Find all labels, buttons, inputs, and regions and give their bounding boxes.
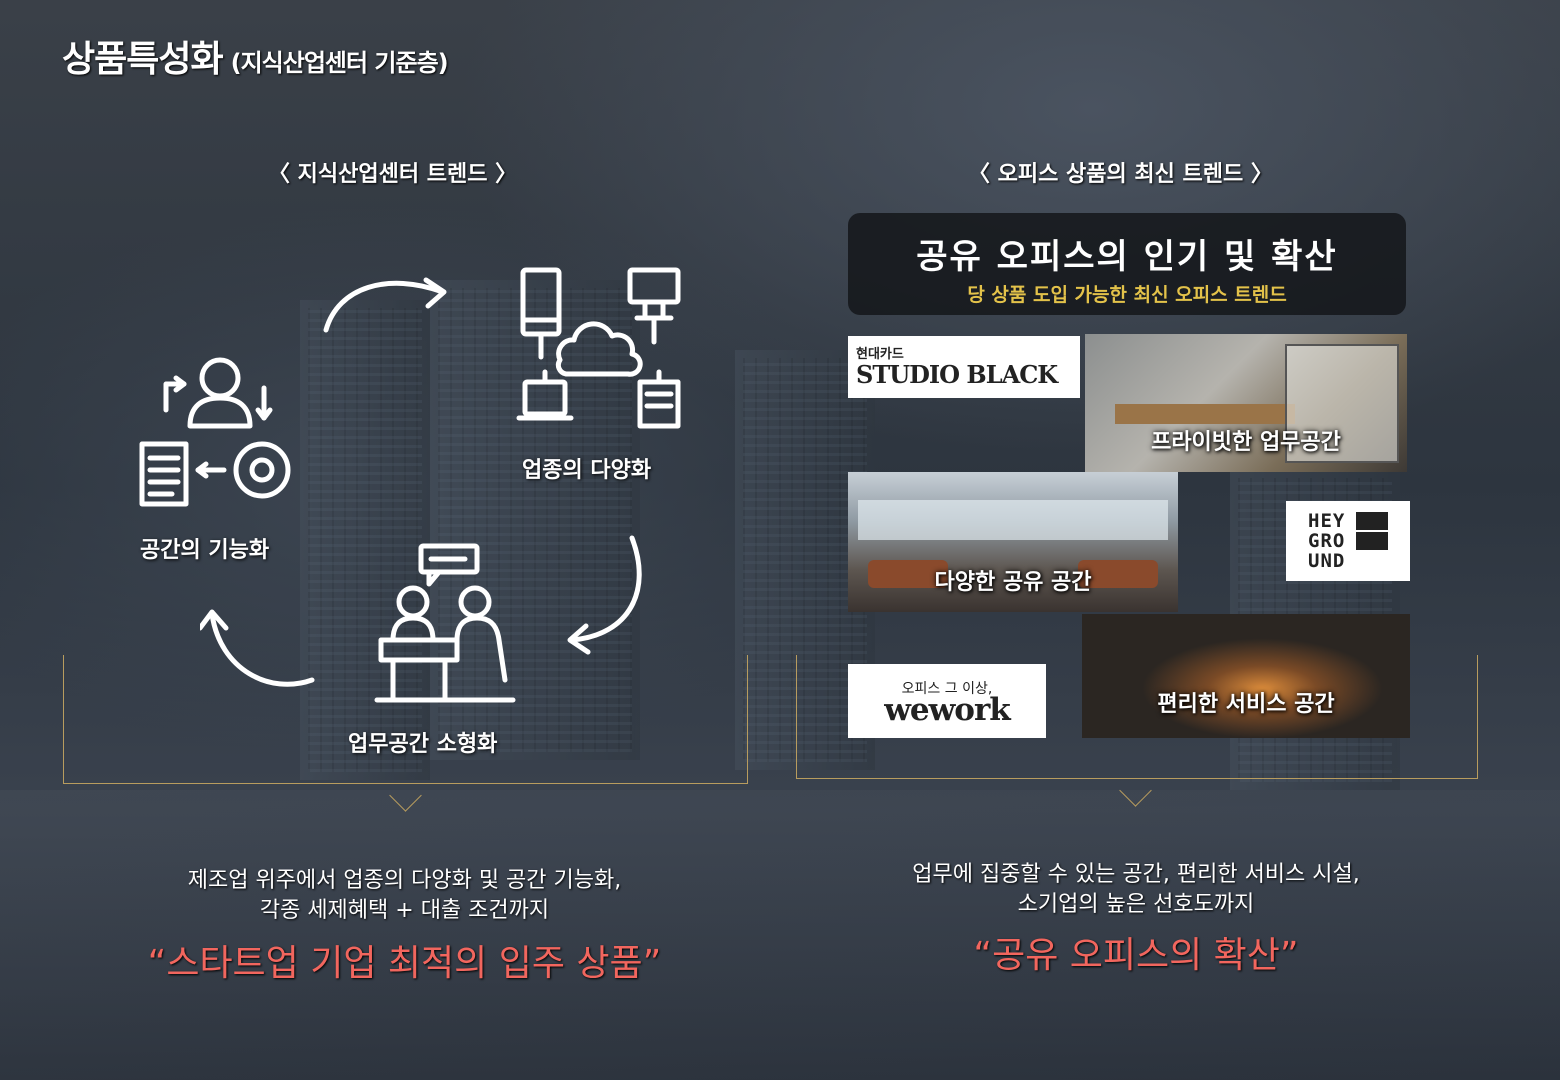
page-subtitle: (지식산업센터 기준층) xyxy=(230,49,449,77)
desk-shape xyxy=(1115,404,1295,424)
compact-office-label: 업무공간 소형화 xyxy=(348,732,498,757)
shared-space-photo: 다양한 공유 공간 xyxy=(848,472,1178,612)
meeting-desk-icon xyxy=(374,543,516,703)
page-title-text: 상품특성화 xyxy=(62,39,224,80)
network-diversity-label: 업종의 다양화 xyxy=(522,458,652,483)
shared-space-caption: 다양한 공유 공간 xyxy=(934,570,1092,595)
page-title: 상품특성화(지식산업센터 기준층) xyxy=(62,30,449,82)
private-office-photo: 프라이빗한 업무공간 xyxy=(1085,334,1407,472)
network-devices-icon xyxy=(516,267,681,429)
heyground-line: UND xyxy=(1308,550,1346,572)
right-frame xyxy=(796,655,1478,779)
banner-title: 공유 오피스의 인기 및 확산 xyxy=(916,237,1338,277)
heyground-line: GRO xyxy=(1308,530,1346,552)
sofa-shape xyxy=(868,560,948,588)
road-background xyxy=(0,790,1560,1080)
glass-partition xyxy=(1285,344,1399,463)
left-summary-line2: 각종 세제혜택 + 대출 조건까지 xyxy=(259,898,550,923)
building-silhouette xyxy=(300,300,430,780)
curved-arrow-icon xyxy=(323,277,447,333)
right-highlight: “공유 오피스의 확산” xyxy=(973,935,1299,976)
right-section-heading: 〈 오피스 상품의 최신 트렌드 〉 xyxy=(968,162,1273,187)
service-space-caption: 편리한 서비스 공간 xyxy=(1157,692,1335,717)
sofa-shape xyxy=(1078,560,1158,588)
wework-small-text: 오피스 그 이상, xyxy=(901,681,993,697)
heyground-block xyxy=(1356,532,1388,550)
left-section-heading: 〈 지식산업센터 트렌드 〉 xyxy=(268,162,518,187)
wework-big-text: wework xyxy=(884,692,1011,728)
left-frame xyxy=(63,655,748,784)
heyground-block xyxy=(1356,512,1388,530)
functional-space-label: 공간의 기능화 xyxy=(140,538,270,563)
heyground-text: HEY GRO UND xyxy=(1308,511,1345,571)
wework-logo: 오피스 그 이상, wework xyxy=(848,664,1046,738)
left-highlight: “스타트업 기업 최적의 입주 상품” xyxy=(147,943,662,984)
right-summary-line1: 업무에 집중할 수 있는 공간, 편리한 서비스 시설, xyxy=(912,862,1360,887)
right-summary: 업무에 집중할 수 있는 공간, 편리한 서비스 시설, 소기업의 높은 선호도… xyxy=(796,860,1476,920)
building-silhouette xyxy=(430,280,640,760)
right-summary-line2: 소기업의 높은 선호도까지 xyxy=(1017,892,1255,917)
studio-black-big-text: STUDIO BLACK xyxy=(856,360,1058,389)
left-summary: 제조업 위주에서 업종의 다양화 및 공간 기능화, 각종 세제혜택 + 대출 … xyxy=(63,866,746,926)
shared-office-banner: 공유 오피스의 인기 및 확산 당 상품 도입 가능한 최신 오피스 트렌드 xyxy=(848,213,1406,315)
curved-arrow-icon xyxy=(200,609,315,687)
service-space-photo: 편리한 서비스 공간 xyxy=(1082,614,1410,738)
curved-arrow-icon xyxy=(567,535,642,655)
left-summary-line1: 제조업 위주에서 업종의 다양화 및 공간 기능화, xyxy=(187,868,622,893)
banner-subtitle: 당 상품 도입 가능한 최신 오피스 트렌드 xyxy=(967,284,1287,306)
studio-black-logo: 현대카드 STUDIO BLACK xyxy=(848,336,1080,398)
person-gear-document-icon xyxy=(139,357,291,507)
heyground-line: HEY xyxy=(1308,510,1346,532)
studio-black-small-text: 현대카드 xyxy=(856,347,904,362)
private-space-caption: 프라이빗한 업무공간 xyxy=(1151,430,1341,455)
window-strip xyxy=(858,500,1168,540)
heyground-logo: HEY GRO UND xyxy=(1286,501,1410,581)
